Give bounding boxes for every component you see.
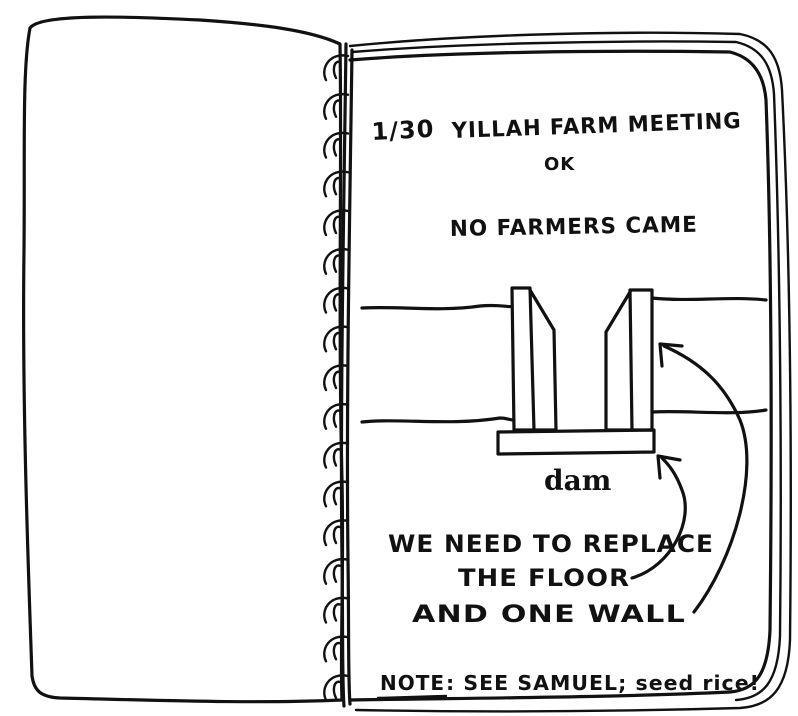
note-underline bbox=[376, 694, 448, 700]
spiral-ring bbox=[323, 557, 350, 585]
spiral-ring bbox=[323, 441, 350, 469]
note-label: NOTE bbox=[380, 671, 445, 695]
note-heading-sub: OK bbox=[544, 154, 575, 175]
note-footer: NOTE : SEE SAMUEL; seed rice! bbox=[376, 671, 760, 700]
spiral-ring bbox=[323, 596, 350, 624]
spiral-ring bbox=[323, 325, 350, 353]
left-page bbox=[22, 15, 345, 704]
water-line-top bbox=[360, 303, 514, 311]
dam-right-wall bbox=[628, 288, 654, 432]
spiral-ring bbox=[323, 286, 350, 314]
binding-spine-line-2 bbox=[345, 48, 354, 706]
arrow-to-floor-head bbox=[656, 454, 682, 480]
arrow-to-wall bbox=[662, 344, 749, 614]
right-page-stack bbox=[348, 31, 792, 713]
body-line-2: THE FLOOR bbox=[458, 564, 630, 592]
arrow-to-wall-head bbox=[658, 342, 684, 368]
arrow-to-floor bbox=[630, 456, 687, 580]
spiral-ring bbox=[323, 364, 350, 392]
dam-label: dam bbox=[544, 464, 611, 497]
binding-spine-line bbox=[339, 42, 348, 708]
note-footer-text: : SEE SAMUEL; seed rice! bbox=[446, 671, 760, 695]
note-text: 1/30 YILLAH FARM MEETING OK NO FARMERS C… bbox=[371, 109, 742, 242]
water-line-bottom bbox=[360, 416, 516, 424]
body-line-3: AND ONE WALL bbox=[412, 600, 686, 628]
spiral-ring bbox=[323, 480, 350, 508]
spiral-ring bbox=[323, 402, 350, 430]
dam-right-wall-slope bbox=[604, 290, 634, 432]
dam-left-wall bbox=[510, 286, 536, 432]
note-heading: YILLAH FARM MEETING bbox=[450, 109, 742, 144]
note-line-no-farmers: NO FARMERS CAME bbox=[450, 213, 698, 242]
body-line-1: WE NEED TO REPLACE bbox=[388, 530, 714, 558]
note-date: 1/30 bbox=[371, 115, 435, 146]
dam-floor bbox=[496, 428, 656, 456]
dam-diagram: dam bbox=[360, 286, 768, 614]
spiral-ring bbox=[323, 519, 350, 547]
water-line-bottom-right bbox=[650, 408, 768, 415]
spiral-ring bbox=[323, 635, 350, 663]
spiral-ring bbox=[323, 54, 350, 82]
body-text: WE NEED TO REPLACE THE FLOOR AND ONE WAL… bbox=[388, 530, 714, 628]
water-line-top-right bbox=[650, 296, 768, 302]
